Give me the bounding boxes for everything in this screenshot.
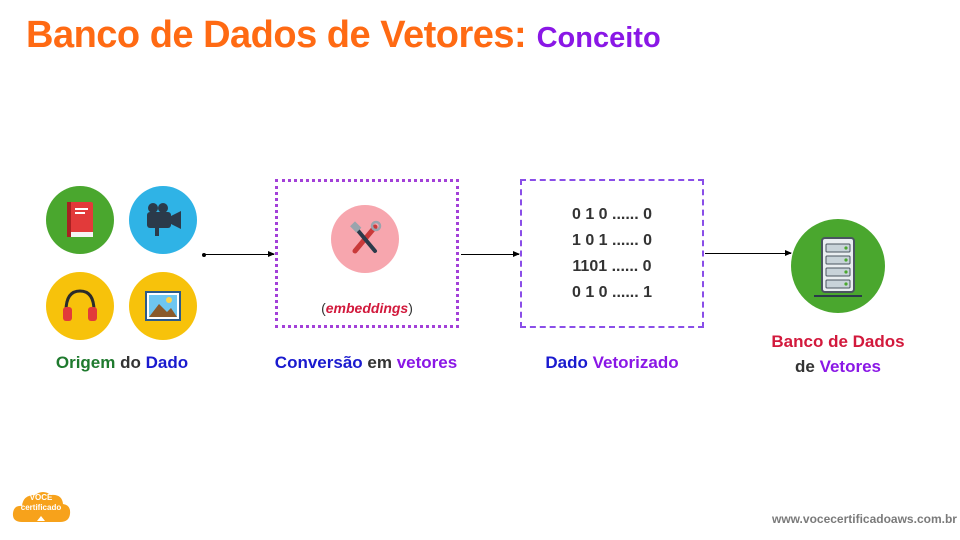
voce-certificado-logo	[12, 492, 71, 522]
embeddings-caption: (embeddings)	[321, 300, 413, 316]
arrow-vetorizado-to-banco	[705, 250, 792, 256]
vector-row: 1101 ...... 0	[572, 258, 652, 275]
vector-row: 0 1 0 ...... 0	[571, 206, 653, 223]
page-title: Banco de Dados de Vetores: Conceito	[26, 14, 661, 57]
label-origem-do-dado: Origem do Dado	[55, 353, 189, 372]
tools-icon	[331, 205, 399, 273]
book-icon	[46, 186, 114, 254]
arrow-conversao-to-vetorizado	[461, 251, 520, 257]
logo-text: VOCÊ certificado	[20, 493, 62, 512]
conversion-box	[275, 179, 459, 328]
arrow-origem-to-conversao	[202, 251, 275, 257]
title-sub: Conceito	[536, 22, 661, 54]
headphones-icon	[46, 272, 114, 340]
footer-url: www.vocecertificadoaws.com.br	[772, 512, 957, 526]
label-dado-vetorizado: Dado Vetorizado	[545, 353, 679, 372]
image-icon	[129, 272, 197, 340]
server-rack-icon	[791, 219, 885, 313]
vector-row: 1 0 1 ...... 0	[571, 232, 653, 249]
vector-list: 0 1 0 ...... 0 1 0 1 ...... 0 1101 .....…	[520, 202, 704, 306]
video-camera-icon	[129, 186, 197, 254]
label-banco-de-dados-de-vetores: Banco de Dados de Vetores	[771, 332, 905, 376]
label-conversao-em-vetores: Conversão em vetores	[274, 353, 458, 372]
vector-row: 0 1 0 ...... 1	[571, 284, 653, 301]
title-main: Banco de Dados de Vetores:	[26, 14, 527, 56]
vectorized-data-box	[520, 179, 704, 328]
